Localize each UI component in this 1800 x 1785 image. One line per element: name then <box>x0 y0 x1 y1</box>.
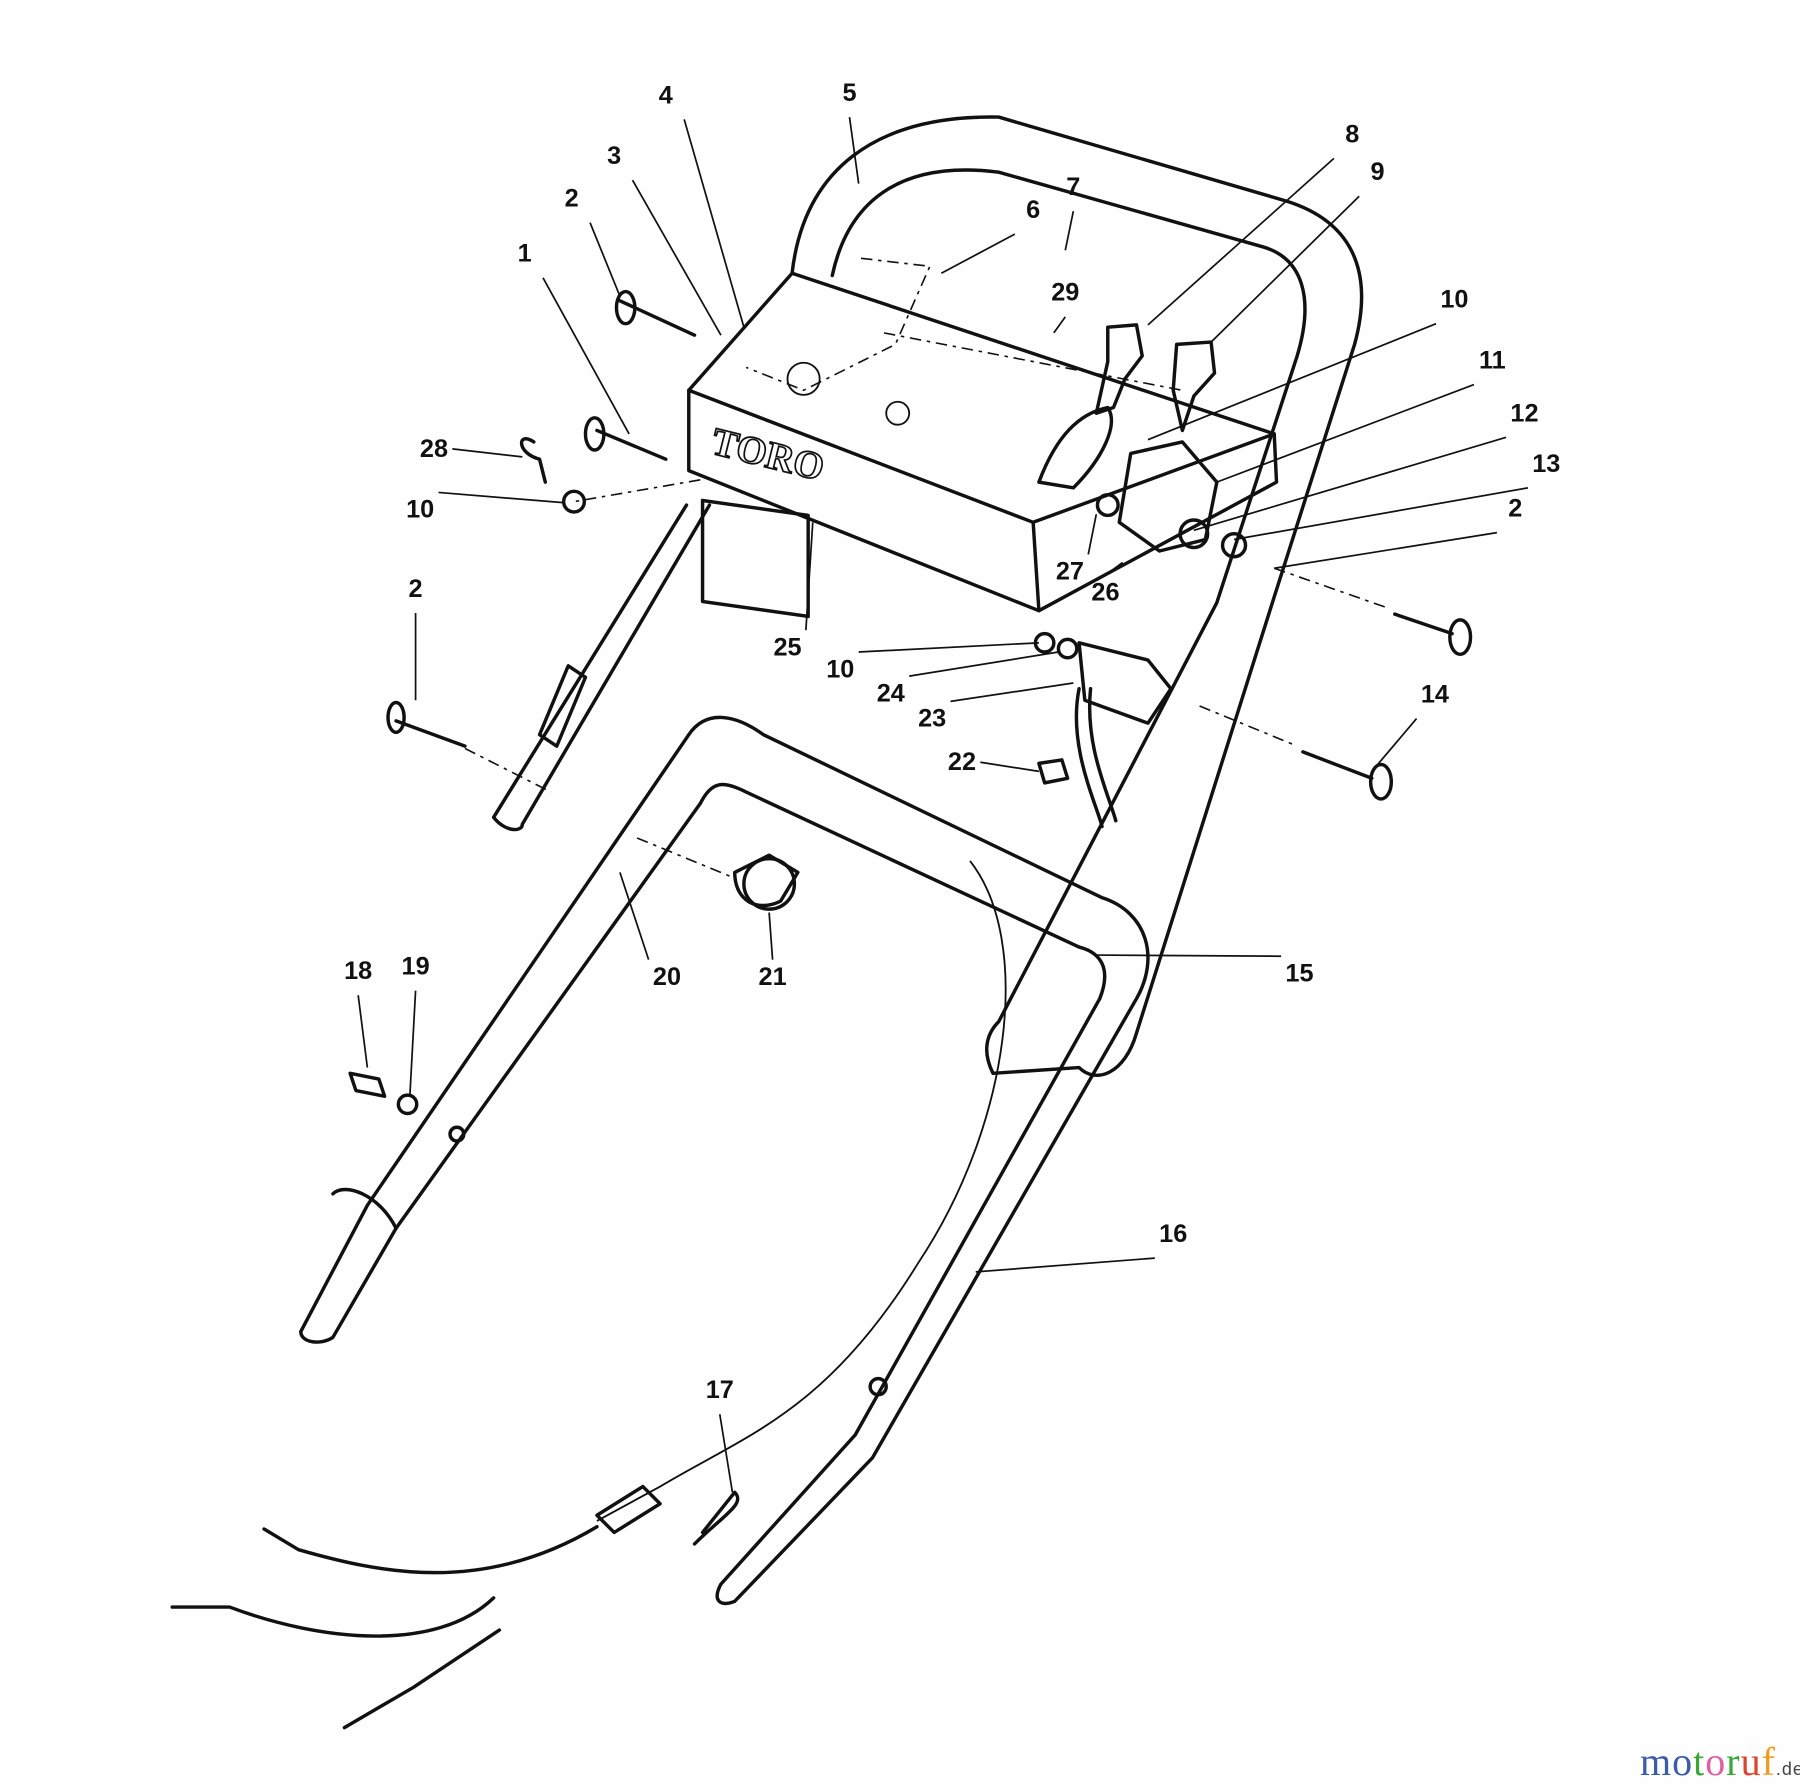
leader-line <box>950 682 1074 703</box>
leader-line <box>357 995 369 1068</box>
callout-15: 15 <box>1285 959 1313 987</box>
leader-line <box>1274 531 1498 570</box>
switch-and-wiring <box>1033 631 1173 829</box>
upper-handle <box>491 115 1364 1078</box>
cables <box>170 332 1390 1730</box>
callout-10: 10 <box>826 655 854 683</box>
throttle-levers <box>1037 323 1248 559</box>
callout-17: 17 <box>706 1376 734 1404</box>
leader-line <box>1104 561 1124 576</box>
watermark-letter: u <box>1740 1739 1762 1784</box>
leader-line <box>909 651 1059 677</box>
watermark-letter: f <box>1761 1739 1776 1784</box>
watermark-letter: o <box>1705 1739 1727 1784</box>
motoruf-watermark: motoruf.de <box>1640 1738 1800 1785</box>
callout-3: 3 <box>607 142 621 170</box>
leader-line <box>1087 514 1098 555</box>
control-panel: TORO <box>687 257 1279 619</box>
leader-line <box>805 522 814 631</box>
lower-handle <box>299 715 1150 1606</box>
leader-line <box>1147 322 1437 441</box>
leader-line <box>768 912 774 960</box>
hardware <box>348 289 1473 1546</box>
callout-9: 9 <box>1371 158 1385 186</box>
callout-6: 6 <box>1026 196 1040 224</box>
leader-line <box>1216 383 1475 483</box>
leader-line <box>619 872 650 960</box>
leader-line <box>438 491 565 504</box>
leader-line <box>589 222 621 297</box>
leader-line <box>1371 718 1418 772</box>
leader-line <box>683 119 745 328</box>
watermark-suffix: .de <box>1775 1759 1800 1779</box>
watermark-letter: r <box>1726 1739 1741 1784</box>
leader-line <box>975 1257 1155 1273</box>
leader-line <box>1233 487 1529 541</box>
leader-line <box>1210 195 1360 343</box>
leader-line <box>980 761 1040 773</box>
leader-line <box>408 990 417 1097</box>
leader-line <box>1096 954 1282 958</box>
watermark-letter: m <box>1640 1739 1673 1784</box>
leader-line <box>718 1414 734 1493</box>
callout-21: 21 <box>759 963 787 991</box>
callout-10: 10 <box>1440 286 1468 314</box>
callout-5: 5 <box>842 79 856 107</box>
callout-13: 13 <box>1532 450 1560 478</box>
watermark-name: motoruf <box>1640 1739 1776 1784</box>
callout-2: 2 <box>409 575 423 603</box>
callout-4: 4 <box>659 81 673 109</box>
callout-14: 14 <box>1421 681 1449 709</box>
callout-2: 2 <box>565 185 579 213</box>
callout-22: 22 <box>948 748 976 776</box>
leader-line <box>1193 436 1507 532</box>
leader-line <box>1053 316 1066 334</box>
callout-24: 24 <box>877 679 905 707</box>
callout-26: 26 <box>1091 578 1119 606</box>
callout-11: 11 <box>1479 346 1506 374</box>
callout-27: 27 <box>1056 558 1084 586</box>
callout-1: 1 <box>518 240 532 268</box>
watermark-letter: o <box>1672 1739 1694 1784</box>
callout-20: 20 <box>653 963 681 991</box>
leader-line <box>940 233 1016 274</box>
callout-18: 18 <box>344 957 372 985</box>
toro-logo: TORO <box>707 420 828 489</box>
callout-2: 2 <box>1508 495 1522 523</box>
callout-23: 23 <box>918 705 946 733</box>
callout-28: 28 <box>420 435 448 463</box>
callout-19: 19 <box>402 953 430 981</box>
leader-line <box>631 179 722 336</box>
leader-line <box>1147 157 1335 326</box>
callout-29: 29 <box>1051 279 1079 307</box>
leader-line <box>452 447 523 458</box>
leader-line <box>1064 211 1075 251</box>
callout-16: 16 <box>1159 1220 1187 1248</box>
leader-line <box>848 116 860 184</box>
callout-12: 12 <box>1510 399 1538 427</box>
callout-10: 10 <box>406 496 434 524</box>
callout-7: 7 <box>1066 173 1080 201</box>
callout-8: 8 <box>1345 120 1359 148</box>
watermark-letter: t <box>1693 1739 1706 1784</box>
leader-line <box>858 641 1039 653</box>
leader-line <box>542 277 630 435</box>
callout-25: 25 <box>773 633 801 661</box>
